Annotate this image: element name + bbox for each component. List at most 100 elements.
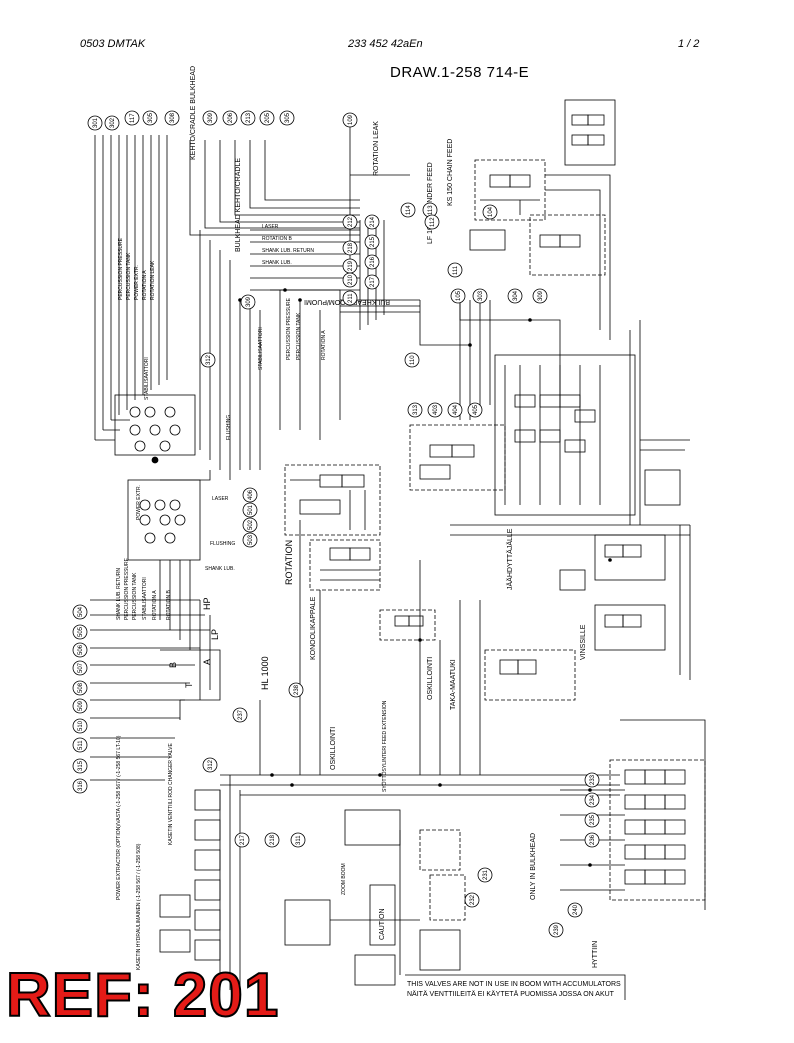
rotation-leak-label: ROTATION LEAK bbox=[373, 121, 380, 176]
callout-number: 312 bbox=[206, 354, 212, 365]
callout-circle bbox=[342, 112, 358, 128]
callout-circle bbox=[567, 902, 583, 918]
callout-circle bbox=[72, 778, 88, 794]
callout-bubble: 501 bbox=[242, 502, 258, 518]
callout-number: 305 bbox=[285, 112, 291, 123]
label-rotation-leak-left: ROTATION LEAK bbox=[150, 260, 156, 300]
callout-circle bbox=[532, 288, 548, 304]
callout-number: 304 bbox=[513, 290, 519, 301]
label-b: B bbox=[168, 662, 178, 668]
callout-bubble: 233 bbox=[584, 772, 600, 788]
kehto-cradle-label: KEHTO/CRADLE BULKHEAD bbox=[190, 66, 197, 160]
hose-label-laser: LASER bbox=[262, 224, 279, 230]
label-laser-lower: LASER bbox=[212, 496, 229, 502]
callout-number: 313 bbox=[413, 404, 419, 415]
label-zoom-boom: ZOOM BOOM bbox=[341, 863, 347, 895]
callout-number: 405 bbox=[473, 404, 479, 415]
callout-circle bbox=[72, 698, 88, 714]
callout-bubble: 511 bbox=[72, 737, 88, 753]
callout-bubble: 109 bbox=[342, 112, 358, 128]
callout-bubble: 304 bbox=[507, 288, 523, 304]
callout-number: 111 bbox=[453, 265, 459, 275]
callout-bubble: 216 bbox=[364, 254, 380, 270]
callout-bubble: 309 bbox=[240, 294, 256, 310]
callout-bubble: 232 bbox=[464, 892, 480, 908]
callout-number: 233 bbox=[590, 774, 596, 785]
callout-number: 105 bbox=[456, 290, 462, 301]
callout-number: 309 bbox=[208, 112, 214, 123]
label-power-extr-left: POWER EXTR. bbox=[134, 265, 140, 300]
hose-label-shank-lub-return: SHANK LUB. RETURN bbox=[262, 248, 314, 254]
callout-bubble: 217 bbox=[234, 832, 250, 848]
callout-bubble: 303 bbox=[472, 288, 488, 304]
callout-circle bbox=[72, 737, 88, 753]
label-rotation-a-mid: ROTATION A bbox=[321, 330, 327, 360]
callout-number: 219 bbox=[348, 260, 354, 271]
callout-circle bbox=[584, 812, 600, 828]
label-kasetin-vaihto: KASETIN VENTTIILI ROD CHANGER VALVE bbox=[168, 743, 174, 845]
label-percussion-tank-mid: PERCUSSION TANK bbox=[296, 312, 302, 360]
callout-circle bbox=[72, 642, 88, 658]
callout-number: 236 bbox=[590, 834, 596, 845]
callout-circle bbox=[364, 214, 380, 230]
hose-label-shank-lub: SHANK LUB. bbox=[262, 260, 292, 266]
callout-bubble: 217 bbox=[364, 274, 380, 290]
callout-bubble: 316 bbox=[72, 778, 88, 794]
callout-number: 239 bbox=[554, 924, 560, 935]
callout-circle bbox=[202, 757, 218, 773]
callout-number: 109 bbox=[348, 114, 354, 125]
callout-number: 217 bbox=[240, 834, 246, 845]
callout-circle bbox=[232, 707, 248, 723]
callout-number: 112 bbox=[430, 217, 436, 227]
callout-circle bbox=[584, 832, 600, 848]
callout-bubble: 212 bbox=[342, 214, 358, 230]
callout-bubble: 312 bbox=[202, 757, 218, 773]
callout-circle bbox=[72, 604, 88, 620]
callout-bubble: 231 bbox=[477, 867, 493, 883]
callout-number: 311 bbox=[296, 835, 302, 845]
callout-bubble: 211 bbox=[342, 290, 358, 306]
callout-bubble: 311 bbox=[290, 832, 306, 848]
callout-circle bbox=[584, 792, 600, 808]
callout-circle bbox=[242, 532, 258, 548]
callout-number: 506 bbox=[78, 644, 84, 655]
lower-right-valve-stack bbox=[560, 719, 706, 910]
callout-number: 232 bbox=[470, 894, 476, 905]
callout-circle bbox=[290, 832, 306, 848]
callout-bubble: 505 bbox=[72, 624, 88, 640]
ref-stamp: REF: 201 bbox=[5, 960, 280, 1031]
label-percussion-tank-left: PERCUSSION TANK bbox=[126, 252, 132, 300]
callout-number: 110 bbox=[410, 355, 416, 365]
label-lp: LP bbox=[210, 629, 220, 640]
callout-number: 309 bbox=[246, 296, 252, 307]
callout-number: 316 bbox=[78, 780, 84, 791]
label-power-extractor: POWER EXTRACTOR (OPTION)/VASTA (-1-258 5… bbox=[116, 735, 122, 900]
power-extractor-valves bbox=[159, 775, 241, 990]
callout-circle bbox=[72, 660, 88, 676]
callout-number: 510 bbox=[78, 720, 84, 731]
callout-bubble: 305 bbox=[142, 110, 158, 126]
callout-number: 231 bbox=[483, 869, 489, 880]
callout-circle bbox=[164, 110, 180, 126]
callout-circle bbox=[242, 502, 258, 518]
callout-circle bbox=[72, 758, 88, 774]
callout-circle bbox=[142, 110, 158, 126]
callout-circle bbox=[72, 624, 88, 640]
callout-number: 301 bbox=[93, 117, 99, 128]
label-flushing-lower: FLUSHING bbox=[210, 541, 235, 547]
callout-circle bbox=[467, 402, 483, 418]
callout-circle bbox=[200, 352, 216, 368]
callout-number: 218 bbox=[348, 242, 354, 253]
callout-circle bbox=[548, 922, 564, 938]
callout-number: 404 bbox=[453, 404, 459, 415]
callout-bubble: 509 bbox=[72, 698, 88, 714]
callout-number: 503 bbox=[248, 534, 254, 545]
junction-dots bbox=[238, 288, 612, 867]
callout-bubble: 302 bbox=[104, 115, 120, 131]
label-kasetin-hydr: KASETIN HYDRAULIMAINEN (-1-258 567 / (-1… bbox=[136, 843, 142, 970]
lower-bus-lines bbox=[220, 520, 620, 796]
callout-bubble: 510 bbox=[72, 718, 88, 734]
callout-circle bbox=[427, 402, 443, 418]
